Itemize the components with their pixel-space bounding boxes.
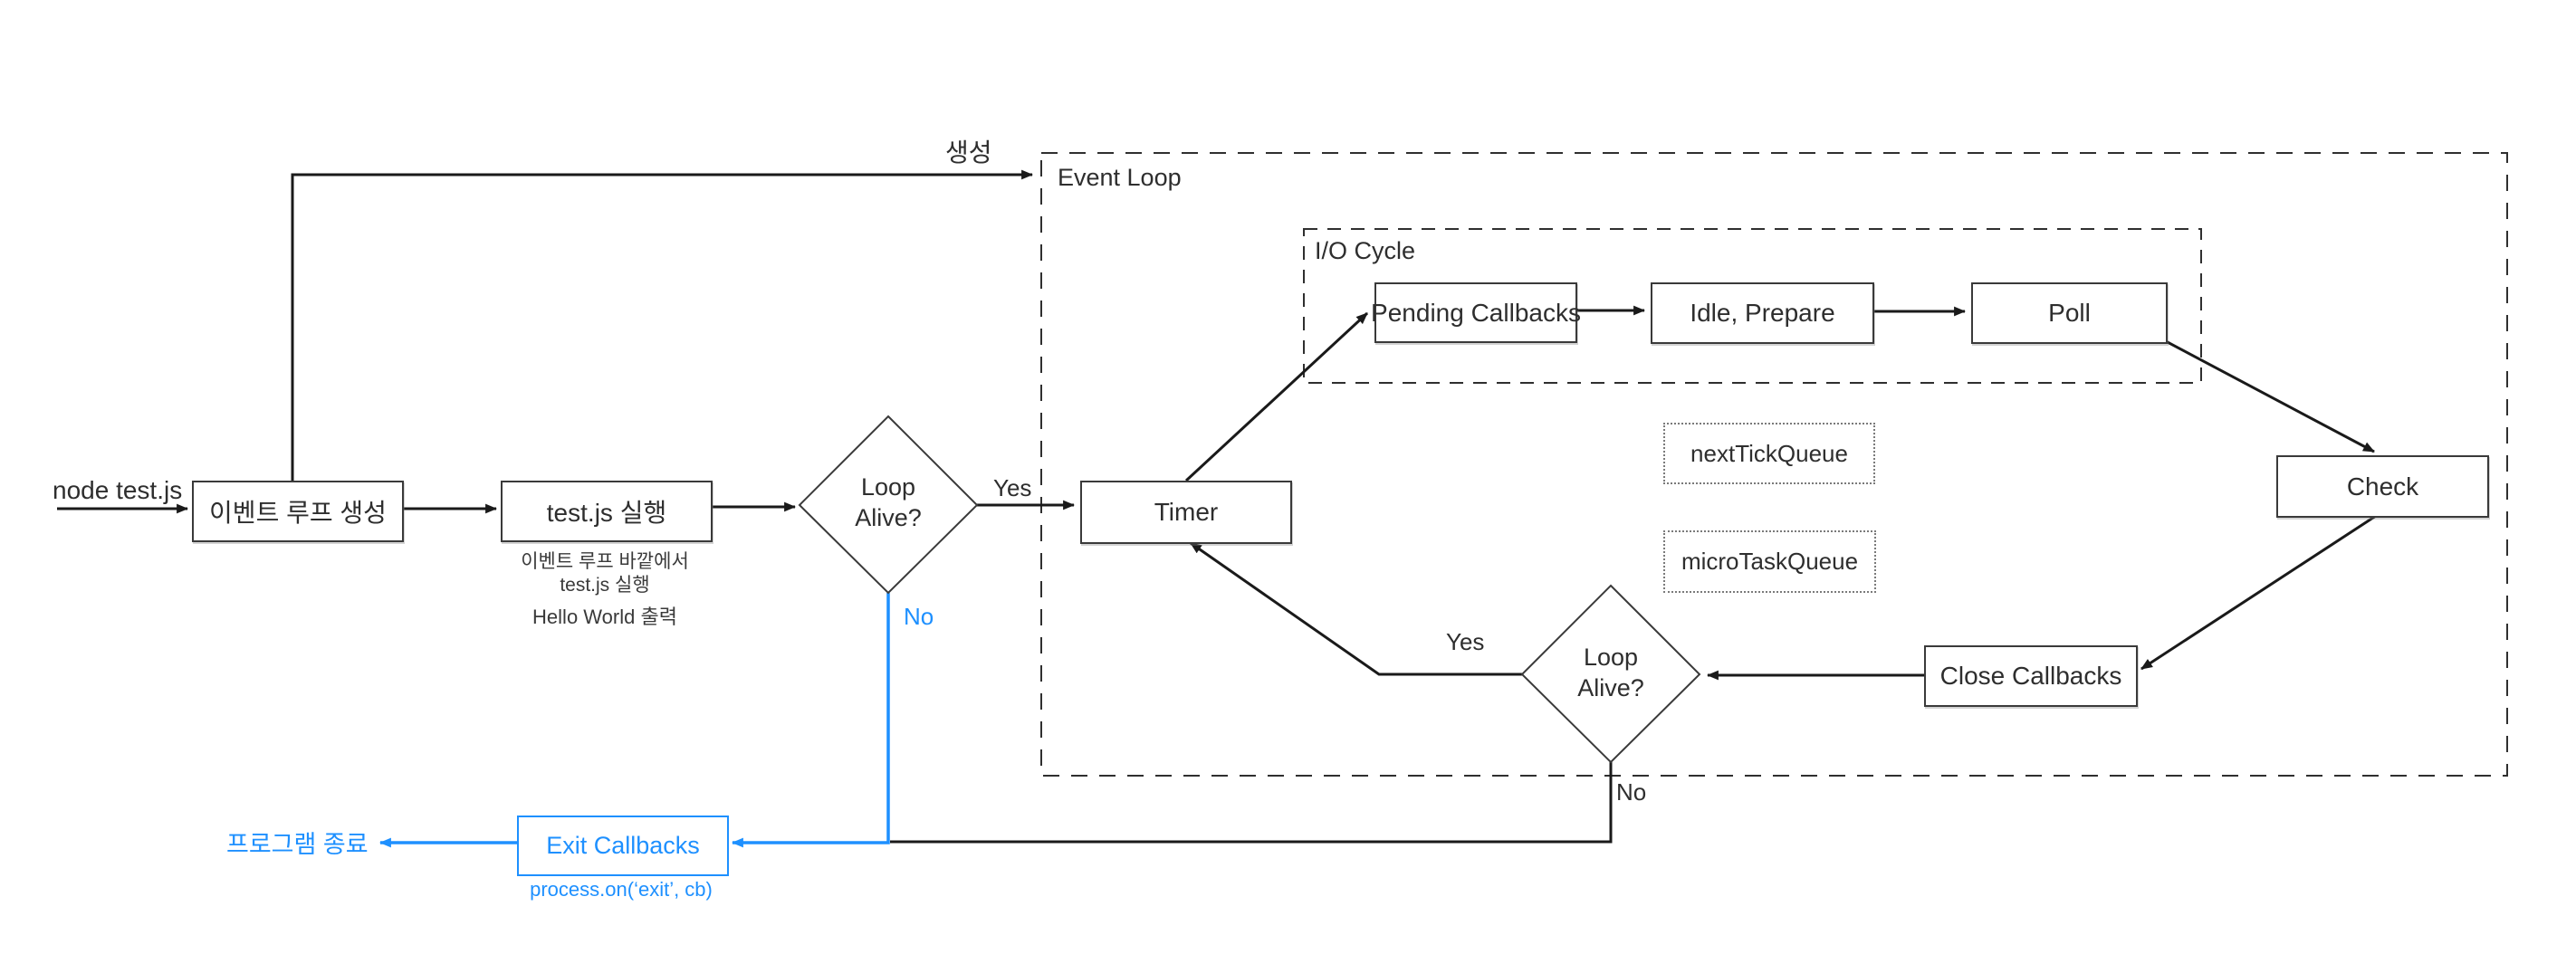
decision-bottom-yes-label: Yes [1446, 628, 1485, 655]
decision-top-diamond [798, 415, 979, 595]
decision-bottom-diamond [1520, 584, 1701, 764]
decision-top-no-label: No [904, 603, 934, 630]
io-cycle-container [1303, 228, 2202, 384]
decision-top-line1: Loop [860, 473, 916, 501]
edge-decision-no-to-exit [731, 593, 890, 848]
edge-creation-to-event-loop [291, 169, 1034, 481]
decision-top-line2: Alive? [855, 503, 922, 531]
edge-decision2-no [890, 762, 1613, 844]
io-cycle-title: I/O Cycle [1315, 237, 1416, 264]
edge-poll-to-check [2163, 339, 2375, 453]
check-node: Check [2276, 455, 2489, 518]
edge-check-to-close [2140, 512, 2380, 671]
edge-timer-to-pending [1184, 311, 1369, 482]
decision-bottom-label: Loop Alive? [1520, 643, 1701, 704]
decision-bottom-no-label: No [1616, 778, 1647, 806]
exit-caption: process.on(‘exit’, cb) [530, 878, 713, 901]
run-caption-line1: 이벤트 루프 바깥에서 [521, 551, 689, 572]
decision-bottom-line2: Alive? [1577, 673, 1644, 701]
decision-top-yes-label: Yes [993, 474, 1032, 501]
idle-prepare-node: Idle, Prepare [1651, 282, 1874, 344]
decision-top-label: Loop Alive? [798, 472, 979, 534]
micro-task-queue-node: microTaskQueue [1663, 530, 1876, 593]
run-testjs-node: test.js 실행 [501, 481, 713, 542]
event-loop-container [1040, 152, 2508, 777]
creation-arrow-label: 생성 [945, 138, 992, 167]
poll-node: Poll [1971, 282, 2168, 344]
decision-bottom-line1: Loop [1583, 644, 1639, 671]
run-caption-hello-world: Hello World 출력 [532, 606, 677, 628]
close-callbacks-node: Close Callbacks [1924, 645, 2138, 707]
pending-callbacks-node: Pending Callbacks [1371, 282, 1581, 343]
next-tick-queue-node: nextTickQueue [1663, 423, 1875, 484]
create-event-loop-node: 이벤트 루프 생성 [192, 481, 404, 542]
run-caption-line2: test.js 실행 [560, 575, 650, 596]
edge-decision2-yes-to-timer [1190, 541, 1522, 676]
start-command-label: node test.js [53, 476, 183, 504]
event-loop-title: Event Loop [1058, 164, 1182, 191]
exit-callbacks-node: Exit Callbacks [517, 816, 729, 876]
timer-node: Timer [1080, 481, 1292, 544]
program-exit-label: 프로그램 종료 [226, 831, 369, 858]
